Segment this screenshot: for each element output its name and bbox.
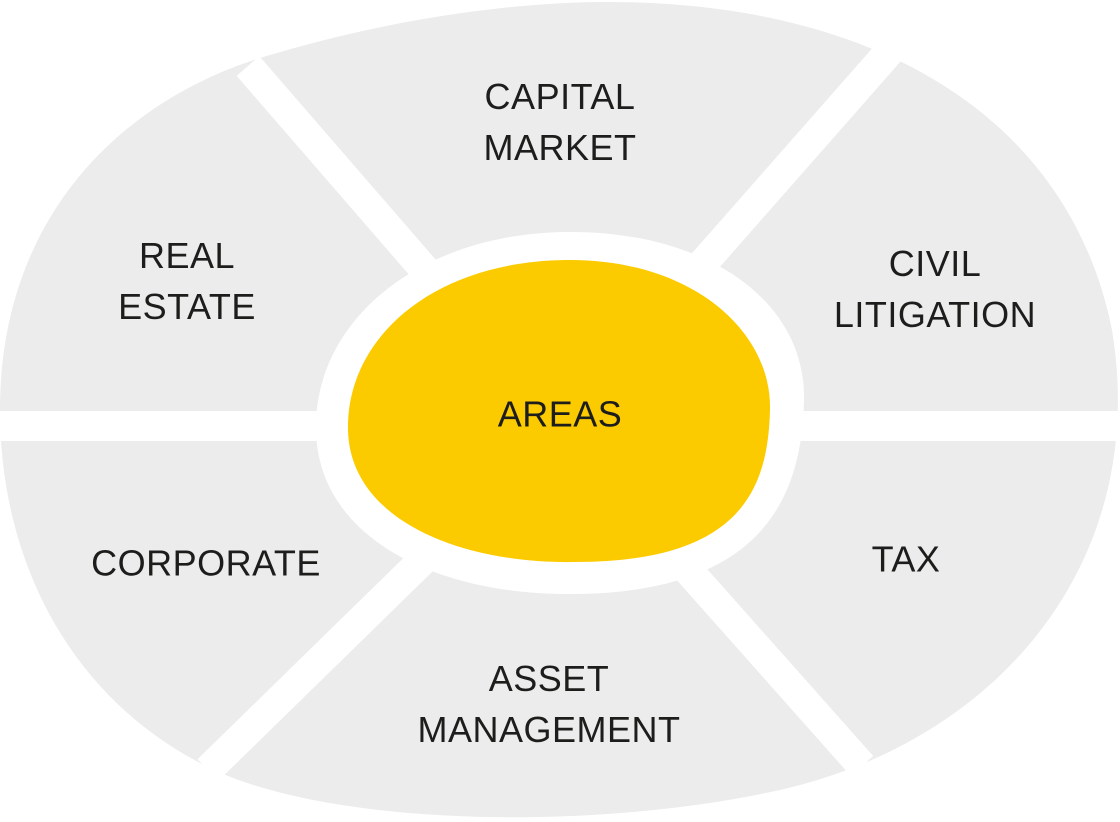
- segment-label-corporate: CORPORATE: [91, 538, 321, 589]
- center-label-text: AREAS: [497, 393, 623, 435]
- segment-label-line: CIVIL: [888, 243, 982, 284]
- segment-label-line: ASSET: [488, 658, 610, 699]
- segment-label-tax: TAX: [872, 534, 941, 585]
- segment-label-civil-litigation: CIVIL LITIGATION: [834, 238, 1036, 340]
- segment-label-line: LITIGATION: [833, 294, 1037, 335]
- center-blob: [347, 259, 771, 563]
- segment-label-real-estate: REAL ESTATE: [118, 230, 256, 332]
- segment-label-line: MARKET: [483, 127, 637, 168]
- segment-label-line: MANAGEMENT: [417, 709, 681, 750]
- segment-label-capital-market: CAPITAL MARKET: [483, 71, 636, 173]
- segment-label-line: ESTATE: [118, 286, 256, 327]
- segment-label-line: REAL: [138, 235, 236, 276]
- segment-label-line: TAX: [871, 538, 941, 580]
- center-label: AREAS: [498, 389, 623, 440]
- segment-label-line: CORPORATE: [91, 542, 321, 584]
- segment-label-line: CAPITAL: [484, 76, 636, 117]
- segment-label-asset-management: ASSET MANAGEMENT: [417, 653, 680, 755]
